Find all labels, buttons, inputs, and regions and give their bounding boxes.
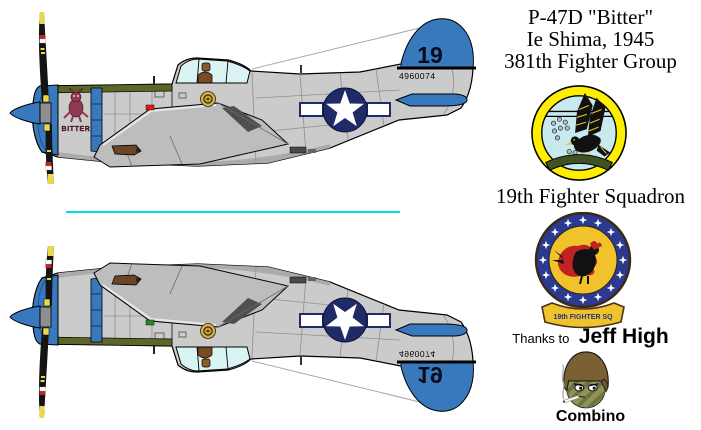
canopy [175, 346, 251, 372]
access-hatch [178, 92, 187, 99]
thanks-prefix: Thanks to [512, 331, 570, 346]
ground-mound [545, 154, 613, 171]
squadron-patch: 19th FIGHTER SQ [528, 211, 638, 335]
canopy-frames [176, 346, 247, 371]
artist-avatar [559, 346, 613, 417]
pilot [197, 62, 213, 84]
title-line-2: Ie Shima, 1945 [526, 27, 655, 51]
squadron-emblem-eagle [530, 84, 628, 187]
exhaust-outlet [136, 148, 140, 152]
cowl-flaps [90, 87, 103, 153]
turbo-vent [289, 146, 307, 154]
tail-fin: 19 4960074 [397, 18, 476, 81]
antenna-wire [251, 360, 437, 407]
antiglare-strip [41, 83, 173, 94]
forward-mast [153, 346, 155, 354]
stabilizer [394, 323, 468, 337]
wing-walkway [222, 298, 262, 324]
turbo-vent-small [308, 277, 316, 281]
diving-eagle [565, 92, 611, 160]
plane-bottom: 19 4960074 [0, 222, 480, 428]
patch-banner-label: 19th FIGHTER SQ [553, 314, 613, 321]
soldier-avatar-icon [561, 351, 609, 409]
wing [93, 102, 290, 168]
blade-root [43, 123, 51, 132]
artist-name: Combino [555, 408, 626, 425]
squadron-medallion [200, 323, 216, 339]
exhaust-stack [111, 144, 142, 156]
spinner [9, 101, 41, 125]
forward-mast [153, 76, 155, 84]
national-insignia [299, 297, 391, 343]
turbo-vent-small [308, 149, 316, 153]
propeller [9, 12, 54, 184]
tail-fin: 19 4960074 [397, 349, 476, 412]
national-insignia [299, 87, 391, 133]
wing [93, 262, 290, 328]
nav-light [145, 104, 155, 111]
blade-root [43, 298, 51, 307]
serial-number-label: 4960074 [399, 349, 436, 359]
pilot [197, 346, 213, 368]
tail-code-label: 19 [417, 42, 443, 68]
canopy [175, 58, 251, 84]
blade-root [42, 94, 50, 103]
squadron-medallion [200, 91, 216, 107]
patch-icon: 19th FIGHTER SQ [534, 211, 632, 329]
nose-art-label: BITTER [62, 126, 91, 133]
cowl-flaps [90, 277, 103, 343]
helmet-flap [600, 378, 609, 393]
insignia-star [326, 90, 364, 127]
antenna-wire [251, 23, 437, 70]
antiglare-strip [41, 336, 173, 347]
squadron-label: 19th Fighter Squadron [496, 184, 685, 208]
mouth [579, 395, 586, 398]
turbo-vent [289, 276, 307, 284]
propeller [9, 246, 54, 418]
serial-number-label: 4960074 [399, 71, 436, 81]
title-line-1: P-47D "Bitter" [527, 5, 654, 29]
canopy-frames [176, 59, 247, 84]
page-title: P-47D "Bitter" Ie Shima, 1945 381th Figh… [480, 6, 701, 72]
antenna-mast [300, 65, 302, 73]
prop-hub [39, 306, 52, 328]
gamecock [552, 241, 604, 285]
access-hatch [178, 331, 187, 338]
plane-top: BITTER 19 4960074 [0, 2, 480, 208]
patch-banner [541, 302, 625, 329]
title-line-3: 381th Fighter Group [504, 49, 677, 73]
thanks-name: Jeff High [578, 325, 669, 348]
prop-hub [39, 102, 52, 124]
eyes [573, 383, 599, 392]
stabilizer [394, 93, 468, 107]
nav-light [145, 319, 155, 326]
divider-line [66, 211, 400, 213]
aircraft-profile-side-art: BITTER 19 4960074 [9, 12, 476, 184]
blade-root [42, 327, 50, 336]
smoke [561, 364, 565, 400]
exhaust-outlet [136, 278, 140, 282]
spinner [9, 305, 41, 329]
cigarette [561, 364, 579, 404]
eagle-emblem-icon [531, 85, 627, 181]
insignia-star [326, 303, 364, 340]
exhaust-stack [111, 274, 142, 286]
wing-walkway [222, 106, 262, 132]
antenna-mast [300, 357, 302, 365]
thanks-line: Thanks to Jeff High [480, 325, 701, 349]
nose-art: BITTER [61, 87, 91, 133]
aircraft-profile-side-art: 19 4960074 [9, 246, 476, 418]
tail-code-label: 19 [417, 362, 443, 388]
